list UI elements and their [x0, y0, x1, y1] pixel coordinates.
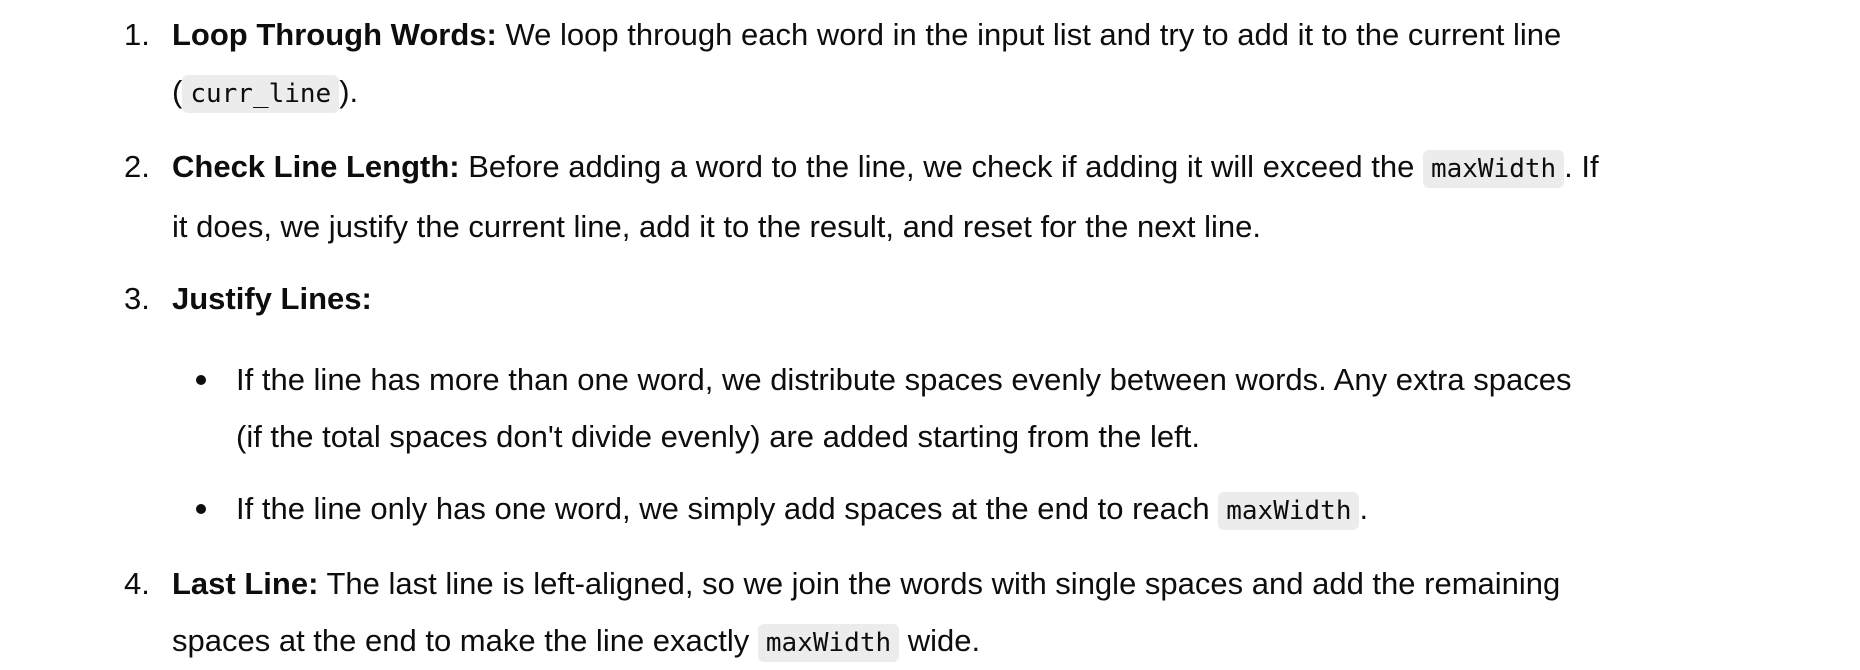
numbered-list: 1. Loop Through Words: We loop through e… [0, 6, 1860, 670]
item-text: . If it does, we justify the current lin… [172, 149, 1599, 244]
list-item-check-line-length: 2. Check Line Length: Before adding a wo… [0, 138, 1602, 255]
item-text: wide. [899, 623, 981, 658]
inline-code: maxWidth [1218, 492, 1360, 530]
list-number: 4. [124, 566, 150, 601]
item-title: Justify Lines: [172, 281, 372, 316]
bullet-text: . [1359, 491, 1369, 526]
bullet-list: If the line has more than one word, we d… [172, 351, 1602, 540]
bullet-item-multiple-words: If the line has more than one word, we d… [172, 351, 1602, 465]
bullet-text: If the line only has one word, we simply… [236, 491, 1219, 526]
item-title: Loop Through Words: [172, 17, 497, 52]
bullet-dot-icon [196, 504, 206, 514]
bullet-item-single-word: If the line only has one word, we simply… [172, 480, 1602, 540]
list-number: 2. [124, 149, 150, 184]
item-text: We loop through each word in the input l… [172, 17, 1562, 109]
item-text: ). [339, 74, 359, 109]
list-item-last-line: 4. Last Line: The last line is left-alig… [0, 555, 1602, 670]
item-text: Before adding a word to the line, we che… [459, 149, 1423, 184]
list-item-justify-lines: 3. Justify Lines: If the line has more t… [0, 270, 1602, 540]
item-title: Check Line Length: [172, 149, 460, 184]
bullet-text: If the line has more than one word, we d… [236, 362, 1572, 454]
list-number: 3. [124, 281, 150, 316]
inline-code: maxWidth [1422, 150, 1565, 188]
item-title: Last Line: [172, 566, 319, 601]
list-number: 1. [124, 17, 150, 52]
inline-code: curr_line [182, 75, 340, 113]
inline-code: maxWidth [757, 624, 900, 662]
bullet-dot-icon [196, 375, 206, 385]
list-item-loop-through-words: 1. Loop Through Words: We loop through e… [0, 6, 1602, 123]
item-text: The last line is left-aligned, so we joi… [172, 566, 1561, 658]
